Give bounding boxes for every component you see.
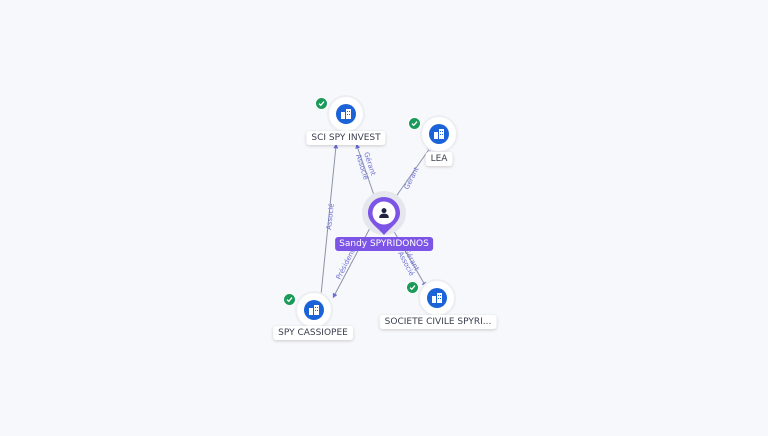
edge-label-cassiopee-sci: Associé [325, 203, 336, 230]
edge-cassiopee-sci [320, 143, 339, 296]
building-icon [429, 124, 449, 144]
company-label-sci-spy-invest[interactable]: SCI SPY INVEST [306, 131, 386, 145]
company-label-societe-civile[interactable]: SOCIETE CIVILE SPYRI... [379, 315, 497, 329]
check-icon [406, 281, 419, 294]
check-icon [315, 97, 328, 110]
check-icon [408, 117, 421, 130]
check-icon [283, 293, 296, 306]
edge-label-center-cassiopee: Président [335, 248, 357, 281]
building-icon [336, 104, 356, 124]
company-label-lea[interactable]: LEA [425, 152, 453, 166]
person-icon [379, 208, 389, 218]
building-icon [304, 300, 324, 320]
edge-center-lea [394, 145, 432, 199]
edge-label-center-lea: Gérant [403, 166, 421, 191]
building-icon [427, 288, 447, 308]
person-label[interactable]: Sandy SPYRIDONOS [335, 237, 433, 251]
edge-center-sci [355, 143, 376, 199]
company-label-spy-cassiopee[interactable]: SPY CASSIOPEE [273, 326, 353, 340]
